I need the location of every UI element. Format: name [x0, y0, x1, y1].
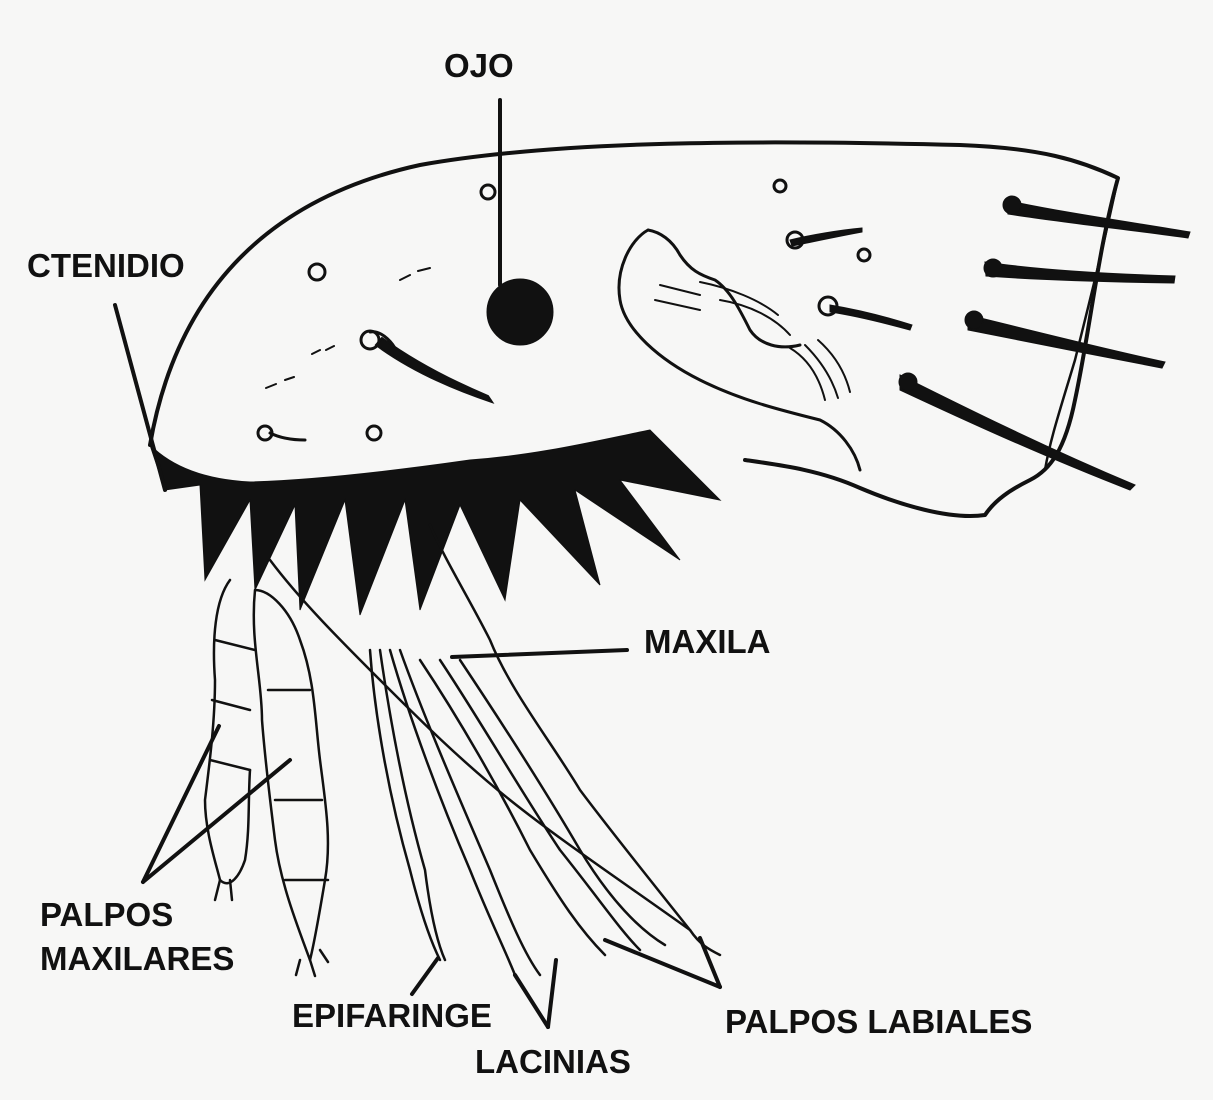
label-epifaringe: EPIFARINGE	[292, 997, 492, 1035]
label-palpos-maxilares-line1: PALPOS	[40, 896, 173, 934]
leader-maxila	[452, 650, 627, 657]
leader-ctenidio	[115, 305, 165, 490]
label-maxila: MAXILA	[644, 623, 771, 661]
leader-lacinias-a	[515, 975, 548, 1027]
rear-bristles	[899, 196, 1190, 490]
label-palpos-maxilares-line2: MAXILARES	[40, 940, 234, 978]
head-setae	[309, 180, 870, 440]
leader-palpos-maxilares-a	[143, 726, 219, 882]
antennal-groove	[619, 230, 860, 470]
label-lacinias: LACINIAS	[475, 1043, 631, 1081]
eye	[487, 279, 553, 345]
label-ojo: OJO	[444, 47, 514, 85]
mouthparts	[270, 525, 720, 975]
leader-epifaringe	[412, 958, 438, 994]
leader-lacinias-b	[548, 960, 556, 1027]
ctenidium	[150, 430, 720, 615]
label-ctenidio: CTENIDIO	[27, 247, 185, 285]
head-bristles	[258, 228, 912, 440]
head-dash-marks	[266, 268, 430, 388]
label-palpos-labiales: PALPOS LABIALES	[725, 1003, 1032, 1041]
